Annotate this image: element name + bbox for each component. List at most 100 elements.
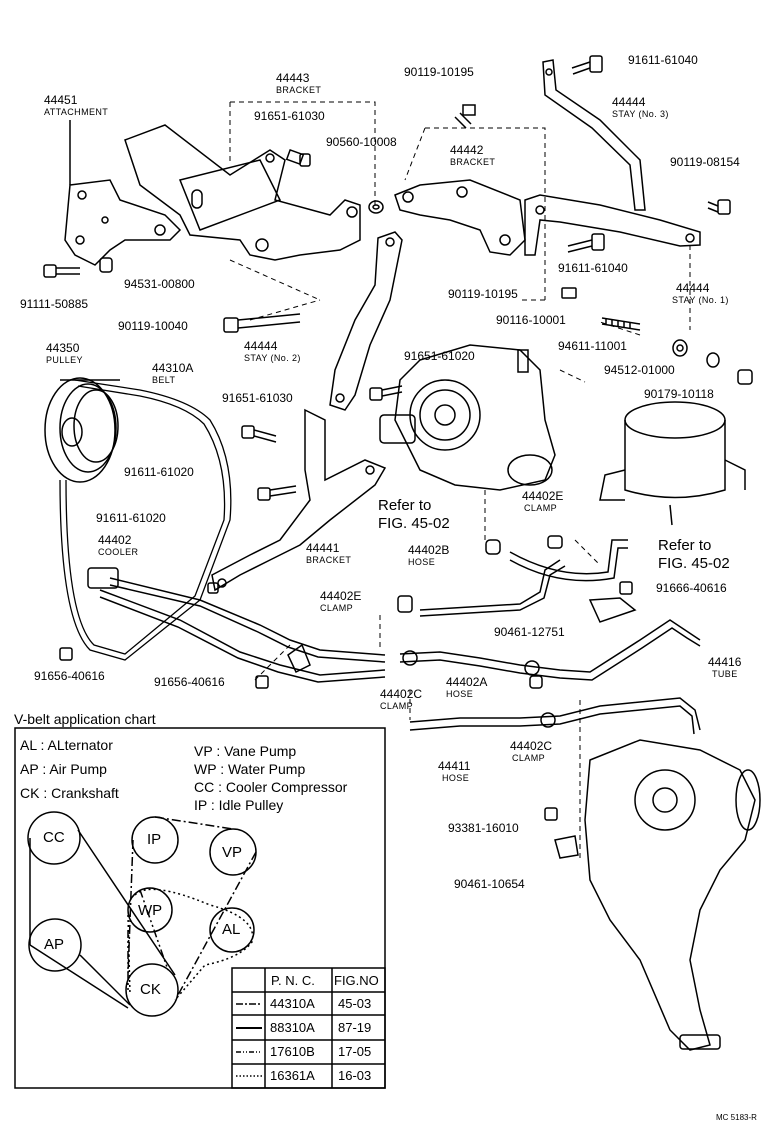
bolt-91651-61020-drawing	[369, 385, 403, 401]
chart-pulley-wp: WP	[138, 902, 163, 919]
label-pn: 90119-10040	[118, 319, 188, 333]
stud-90116-10001-drawing	[601, 317, 641, 331]
nut-94512-01000-drawing	[706, 352, 720, 368]
label-pn: 91656-40616	[154, 675, 225, 689]
chart-belt-solid	[29, 829, 176, 1009]
nut-94531-00800-drawing	[99, 257, 113, 273]
table-cell-pnc: 16361A	[270, 1068, 315, 1083]
label-name: COOLER	[98, 547, 139, 557]
label-name: ATTACHMENT	[44, 107, 109, 117]
label-pn: 91611-61040	[558, 261, 628, 275]
chart-belt-dashdot	[127, 816, 257, 996]
bolt-91666-40616-drawing	[619, 581, 633, 595]
label-pn: 44443	[276, 71, 310, 85]
label-pn: 90461-12751	[494, 625, 565, 639]
label-pn: 44402C	[510, 739, 553, 753]
label-name: CLAMP	[320, 603, 354, 613]
label-pn: 93381-16010	[448, 821, 519, 835]
label-pn: 91111-50885	[20, 297, 89, 311]
label-name: BRACKET	[306, 555, 352, 565]
label-pn: 44402B	[408, 543, 450, 557]
cooler-44402-drawing	[87, 567, 386, 683]
label-pn: 44402A	[446, 675, 488, 689]
hose-44402b-drawing	[419, 559, 566, 617]
washer-90560-10008-drawing	[368, 200, 384, 214]
label-pn: 90119-10195	[448, 287, 518, 301]
legend-ck: CK : Crankshaft	[20, 785, 119, 801]
bolt-90119-10195-top-drawing	[454, 104, 476, 129]
label-pn: 44444	[612, 95, 646, 109]
label-name: HOSE	[408, 557, 436, 567]
label-name: CLAMP	[380, 701, 414, 711]
bracket-44442-drawing	[394, 179, 526, 256]
legend-vp: VP : Vane Pump	[194, 743, 297, 759]
table-cell-pnc: 44310A	[270, 996, 315, 1011]
label-pn: 91666-40616	[656, 581, 727, 595]
table-cell-fig: 87-19	[338, 1020, 372, 1035]
label-name: TUBE	[712, 669, 738, 679]
table-cell-fig: 45-03	[338, 996, 372, 1011]
label-pn: 44444	[244, 339, 278, 353]
vbelt-chart-title: V-belt application chart	[14, 711, 156, 727]
bolt-90119-10040-drawing	[223, 313, 301, 333]
hose-44411-drawing	[409, 697, 701, 735]
label-name: HOSE	[442, 773, 470, 783]
stay-no1-drawing	[524, 194, 701, 256]
clamp-90461-12751-drawing	[588, 597, 637, 623]
clamp-refer-drawing	[485, 539, 501, 555]
bolt-90119-08154-drawing	[707, 199, 731, 215]
table-header-pnc: P. N. C.	[271, 973, 315, 988]
chart-pulley-cc: CC	[43, 829, 65, 846]
clamp-44402c-right-drawing	[529, 675, 543, 689]
label-name: STAY (No. 3)	[612, 109, 669, 119]
bracket-44441-drawing	[211, 408, 387, 592]
label-pn: 44402E	[320, 589, 362, 603]
label-pn: 44402	[98, 533, 132, 547]
label-pn: 91651-61030	[254, 109, 325, 123]
pulley-44350-drawing	[44, 377, 120, 483]
legend-ip: IP : Idle Pulley	[194, 797, 284, 813]
bolt-91111-50885-drawing	[43, 264, 80, 278]
bolt-91656-40616-mid-drawing	[255, 675, 269, 689]
bolt-90119-10195-mid-drawing	[561, 287, 577, 299]
belt-44310a-drawing	[59, 379, 232, 661]
bolt-91611-61020-drawing	[257, 485, 297, 501]
label-pn: 44402E	[522, 489, 564, 503]
legend-ap: AP : Air Pump	[20, 761, 107, 777]
clip-90461-10654-drawing	[554, 835, 579, 859]
chart-pulley-vp: VP	[222, 844, 243, 861]
label-pn: 90461-10654	[454, 877, 525, 891]
refer-label-line2: FIG. 45-02	[378, 515, 450, 532]
chart-pulley-ap: AP	[44, 936, 65, 953]
label-pn: 44310A	[152, 361, 194, 375]
label-pn: 94531-00800	[124, 277, 195, 291]
bolt-91611-61040-mid-drawing	[567, 233, 605, 253]
bolt-91651-61030-top-drawing	[285, 148, 311, 167]
legend-wp: WP : Water Pump	[194, 761, 306, 777]
stay-no3-drawing	[542, 59, 646, 211]
bracket-44443-drawing	[124, 124, 361, 261]
bolt-91651-61030-mid-drawing	[241, 425, 277, 443]
bolt-93381-16010-drawing	[544, 807, 558, 821]
label-pn: 44451	[44, 93, 78, 107]
label-pn: 90560-10008	[326, 135, 397, 149]
nut-90179-10118-drawing	[737, 369, 753, 385]
clamp-44402e-left-drawing	[397, 595, 413, 613]
stay-no2-drawing	[329, 231, 403, 411]
table-cell-fig: 16-03	[338, 1068, 372, 1083]
label-pn: 91611-61040	[628, 53, 698, 67]
label-name: BRACKET	[276, 85, 322, 95]
label-pn: 44402C	[380, 687, 423, 701]
label-name: STAY (No. 1)	[672, 295, 729, 305]
legend-al: AL : ALternator	[20, 737, 113, 753]
table-header-figno: FIG.NO	[334, 973, 379, 988]
washer-94611-11001-drawing	[672, 339, 688, 357]
label-name: CLAMP	[524, 503, 558, 513]
table-line-styles	[236, 1003, 262, 1077]
chart-belt-dashdotdot	[127, 889, 169, 990]
steering-gear-box-drawing	[584, 739, 761, 1051]
label-pn: 90119-10195	[404, 65, 474, 79]
refer-label-line1: Refer to	[378, 497, 432, 514]
label-name: BRACKET	[450, 157, 496, 167]
label-name: CLAMP	[512, 753, 546, 763]
